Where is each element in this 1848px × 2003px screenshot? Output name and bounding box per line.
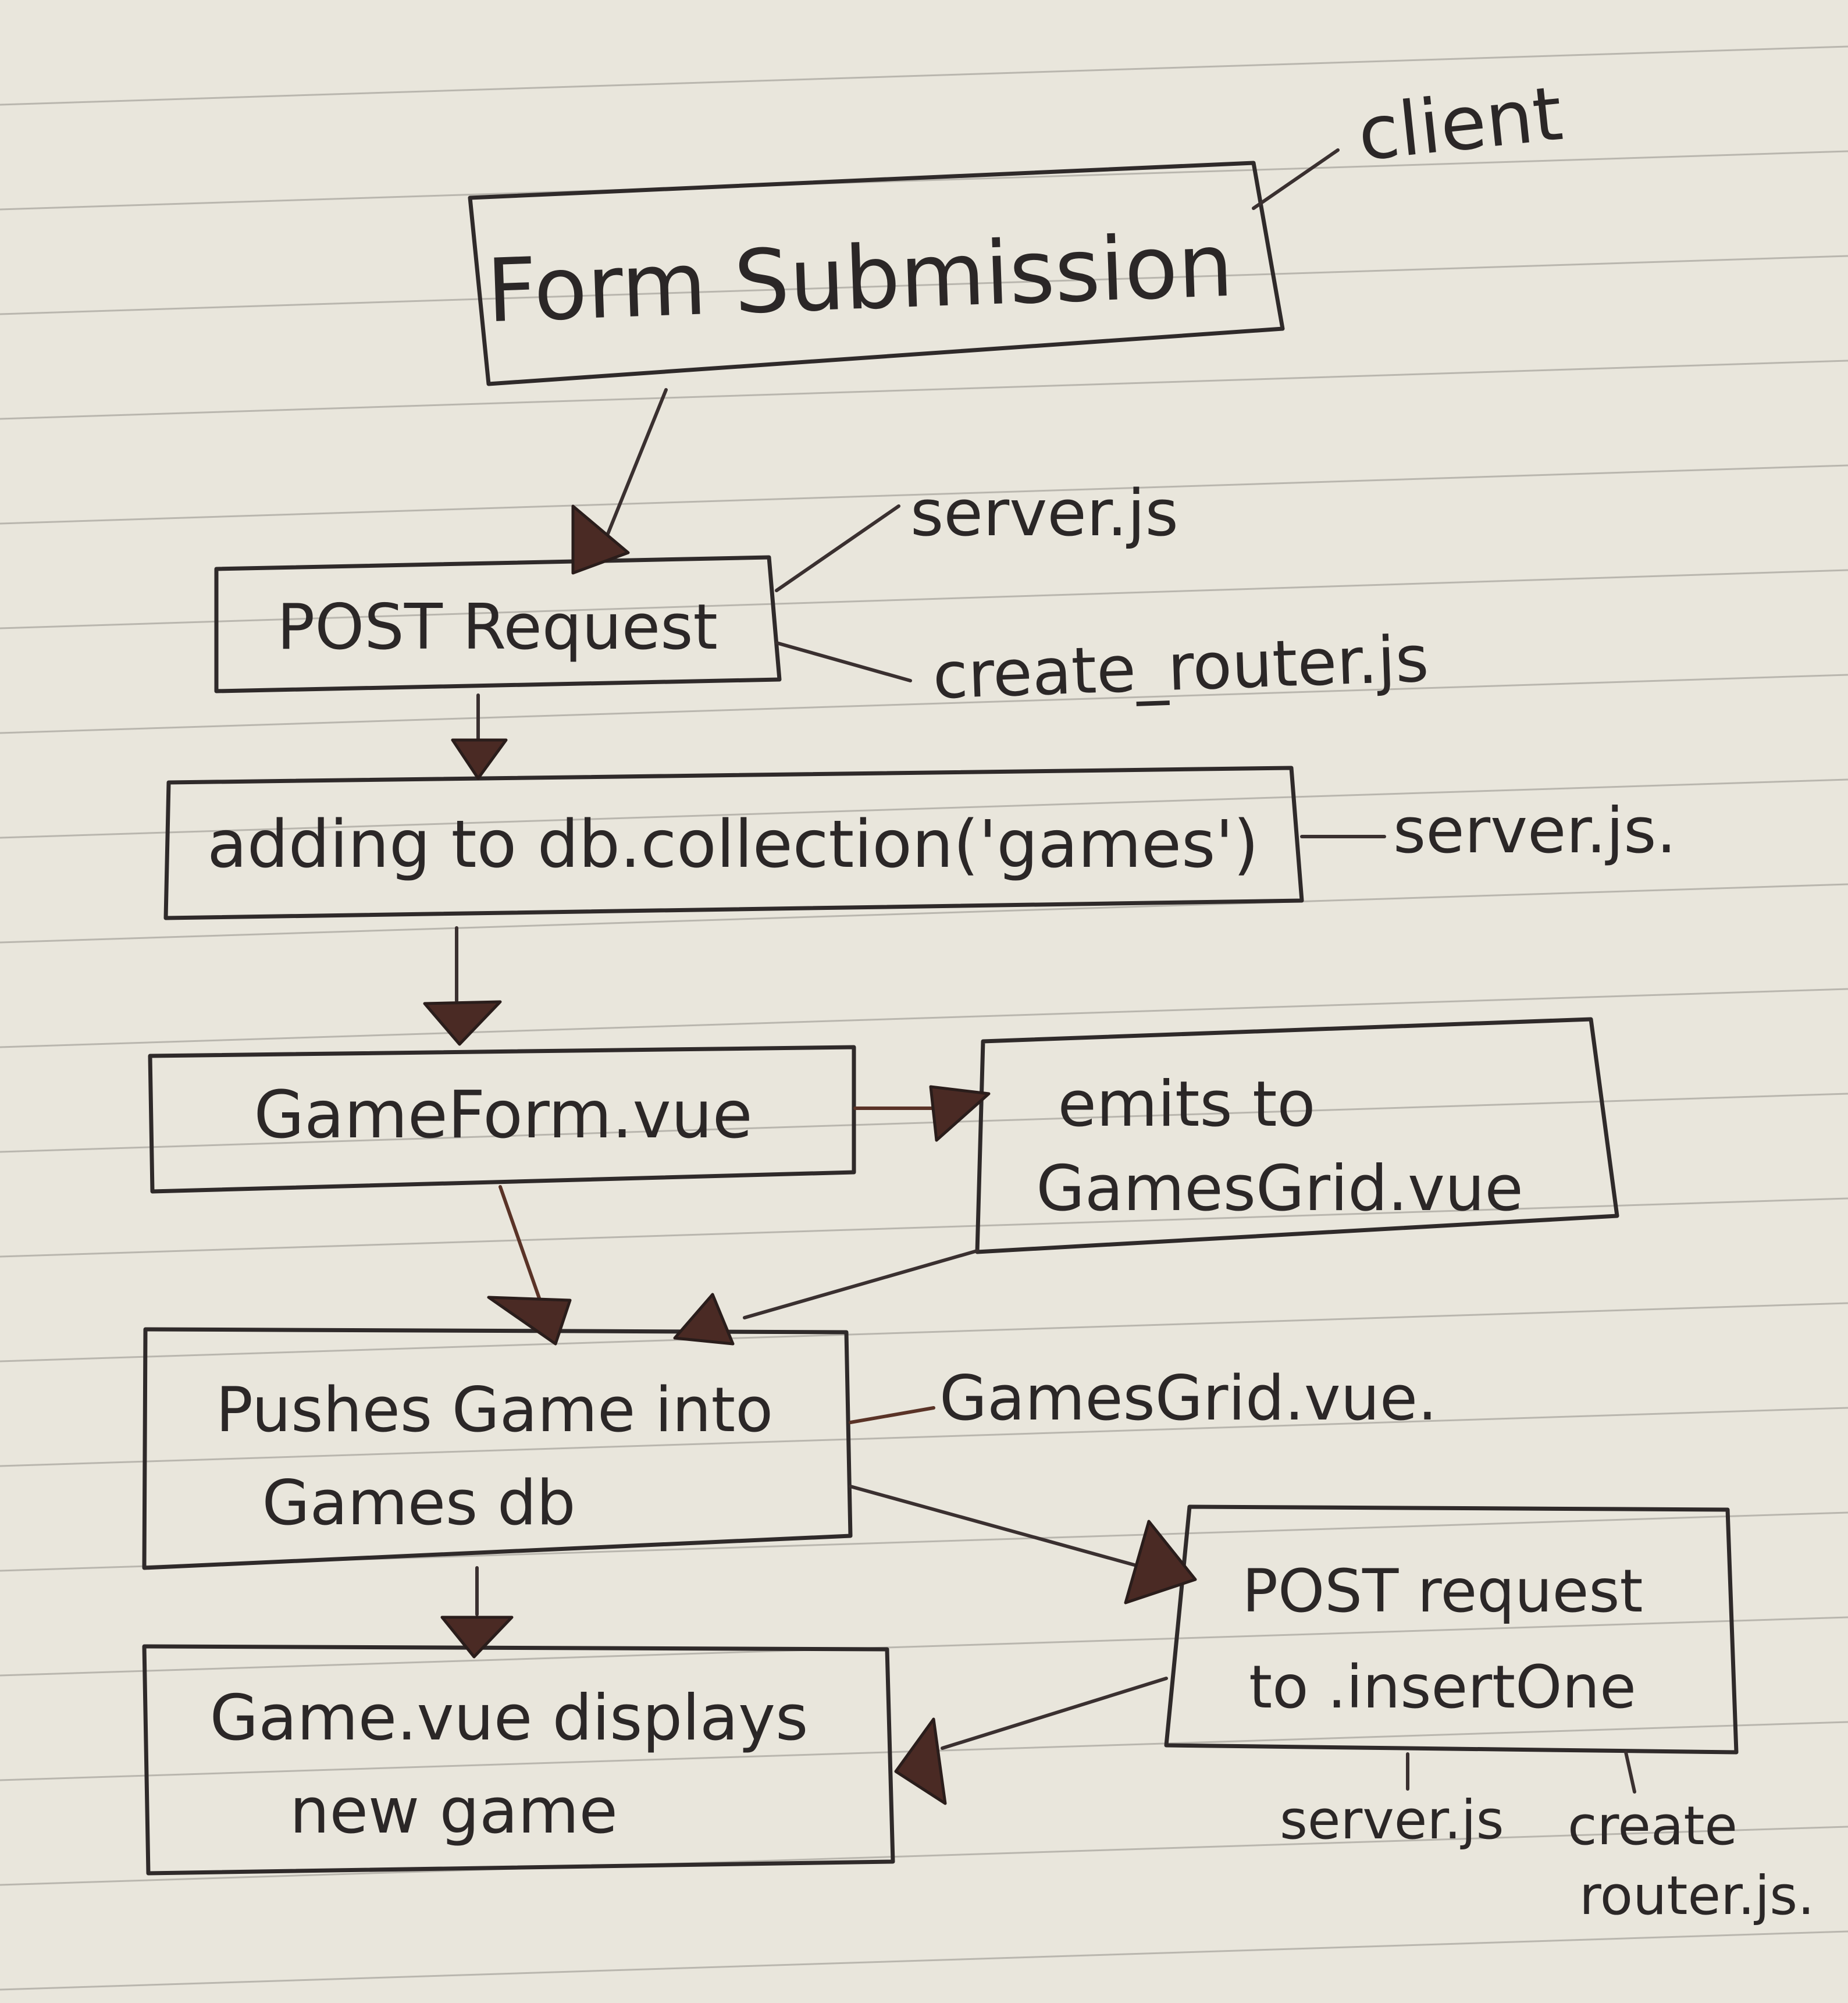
arrowhead-form-to-post [571,504,630,575]
annotation-gamesgrid-vue: GamesGrid.vue. [939,1362,1437,1434]
ruled-line [0,360,1848,420]
gamesgrid-connector [849,1406,935,1424]
ruled-line [0,1826,1848,1886]
node-post-insertone-label-1: POST request [1242,1557,1643,1626]
ruled-line [0,883,1848,944]
annotation-create-router-2: router.js. [1579,1865,1814,1927]
ruled-line [0,1407,1848,1467]
node-post-insertone-label-2: to .insertOne [1249,1653,1636,1722]
node-post-request-label: POST Request [277,591,718,664]
ruled-line [0,1616,1848,1677]
node-post-insertone-box [1164,1504,1739,1755]
annotation-create-router-js: create_router.js [931,621,1430,713]
arrowhead-adding-to-gameform [423,1000,502,1046]
ruled-line [0,255,1848,315]
edge-gameform-to-pushes [499,1185,543,1305]
annotation-client: client [1354,70,1566,178]
node-pushes-game-label-1: Pushes Game into [216,1374,773,1446]
arrowhead-emits-to-pushes [673,1293,735,1346]
ruled-line [0,674,1848,734]
annotation-server-js-3: server.js [1280,1789,1504,1851]
annotation-server-js-1: server.js [910,476,1178,550]
node-game-vue-box [142,1644,895,1876]
ruled-line [0,45,1848,106]
node-gameform-vue-box [148,1045,856,1194]
node-adding-to-db-box [163,766,1304,920]
arrowhead-gameform-to-emits [929,1085,991,1142]
arrowhead-gameform-to-pushes [487,1296,572,1346]
create-router-connector [775,641,912,682]
ruled-line [0,778,1848,839]
arrowhead-insertone-to-game [894,1717,947,1805]
annotation-create-router-1: create [1568,1795,1737,1857]
node-adding-to-db-label: adding to db.collection('games') [207,807,1259,883]
ruled-line [0,464,1848,525]
arrowhead-pushes-to-game [440,1616,514,1659]
node-game-vue-label-2: new game [290,1775,618,1848]
ruled-line [0,1930,1848,1991]
edge-emits-to-pushes [743,1249,979,1319]
node-form-submission-box [468,161,1285,386]
arrowhead-pushes-to-insertone [1124,1520,1197,1604]
edge-pushes-to-insertone [849,1485,1136,1567]
ruled-line [0,1197,1848,1258]
ruled-line [0,150,1848,211]
node-emits-to-box [975,1017,1619,1254]
ruled-line [0,988,1848,1048]
ruled-line [0,1302,1848,1362]
edge-insertone-to-game [941,1677,1168,1750]
node-pushes-game-box [142,1327,853,1570]
node-form-submission-label: Form Submission [485,215,1235,343]
client-connector [1252,148,1340,210]
node-emits-to-label-1: emits to [1057,1068,1315,1141]
server-js-1-connector [775,504,900,592]
ruled-line [0,1093,1848,1153]
node-gameform-vue-label: GameForm.vue [254,1077,752,1153]
create-router-2-connector [1624,1751,1636,1794]
node-game-vue-label-1: Game.vue displays [210,1682,809,1755]
annotation-server-js-2: server.js. [1393,795,1676,867]
node-pushes-game-label-2: Games db [262,1467,575,1539]
node-emits-to-label-2: GamesGrid.vue [1036,1152,1523,1225]
arrowhead-post-to-adding [451,738,508,780]
edge-form-to-post [603,388,668,543]
ruled-line [0,569,1848,629]
